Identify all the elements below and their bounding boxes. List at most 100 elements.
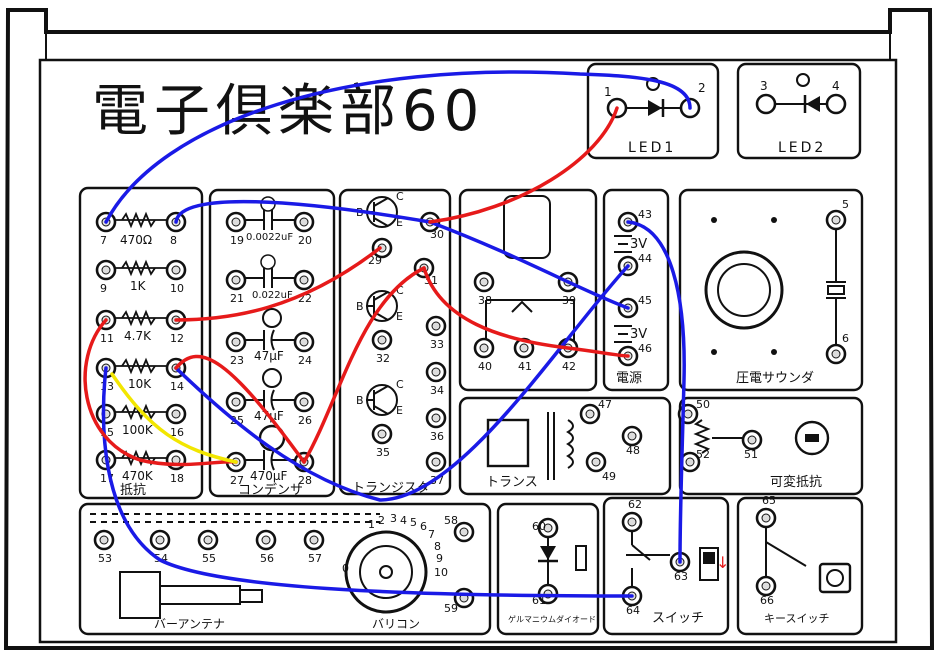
terminal-10[interactable]	[165, 259, 187, 281]
terminal-66[interactable]	[755, 575, 777, 597]
dial-num-7: 7	[428, 528, 435, 541]
terminal-54[interactable]	[149, 529, 171, 551]
terminal-5[interactable]	[825, 209, 847, 231]
dial-num-3: 3	[390, 512, 397, 525]
terminal-4[interactable]	[825, 93, 847, 115]
crystal-symbol	[826, 224, 846, 350]
terminal-21[interactable]	[225, 269, 247, 291]
terminal-label-65: 65	[762, 494, 776, 507]
led1-symbol	[620, 77, 690, 117]
terminal-29[interactable]	[371, 237, 393, 259]
sounder-inner	[717, 263, 771, 317]
terminal-55[interactable]	[197, 529, 219, 551]
led2-panel: LED2 3 4	[736, 62, 862, 160]
transformer-label: トランス	[486, 475, 538, 490]
terminal-35[interactable]	[371, 423, 393, 445]
terminal-36[interactable]	[425, 407, 447, 429]
terminal-label-33: 33	[430, 338, 444, 351]
terminal-16[interactable]	[165, 403, 187, 425]
terminal-15[interactable]	[95, 403, 117, 425]
terminal-label-36: 36	[430, 430, 444, 443]
terminal-label-12: 12	[170, 332, 184, 345]
battery-value-1: 3V	[630, 237, 647, 252]
terminal-label-55: 55	[202, 552, 216, 565]
terminal-label-40: 40	[478, 360, 492, 373]
terminal-19[interactable]	[225, 211, 247, 233]
terminal-label-45: 45	[638, 294, 652, 307]
terminal-65[interactable]	[755, 507, 777, 529]
terminal-6[interactable]	[825, 343, 847, 365]
terminal-51[interactable]	[741, 429, 763, 451]
terminal-47[interactable]	[579, 403, 601, 425]
terminal-58[interactable]	[453, 521, 475, 543]
terminal-3[interactable]	[755, 93, 777, 115]
led1-label: LED1	[628, 140, 676, 156]
terminal-23[interactable]	[225, 331, 247, 353]
dial-num-5: 5	[410, 516, 417, 529]
terminal-9[interactable]	[95, 259, 117, 281]
capacitor-value-5: 470μF	[250, 469, 288, 483]
resistor-value-3: 4.7K	[124, 329, 152, 343]
terminal-18[interactable]	[165, 449, 187, 471]
battery-label: 電源	[616, 371, 642, 386]
transistor-symbols	[366, 196, 398, 416]
led2-symbol	[766, 73, 836, 113]
blue-wire-4	[626, 220, 686, 564]
red-wire-8	[422, 266, 630, 358]
terminal-33[interactable]	[425, 315, 447, 337]
terminal-49[interactable]	[585, 451, 607, 473]
terminal-25[interactable]	[225, 391, 247, 413]
capacitor-4-body	[262, 368, 282, 388]
key-switch-panel: キースイッチ	[736, 496, 864, 636]
terminal-40[interactable]	[473, 337, 495, 359]
terminal-label-18: 18	[170, 472, 184, 485]
transformer-panel: トランス	[458, 396, 672, 496]
terminal-label-57: 57	[308, 552, 322, 565]
led2-label: LED2	[778, 140, 826, 156]
terminal-label-28: 28	[298, 474, 312, 487]
terminal-53[interactable]	[93, 529, 115, 551]
terminal-label-42: 42	[562, 360, 576, 373]
resistor-label: 抵抗	[120, 483, 146, 498]
terminal-label-30: 30	[430, 228, 444, 241]
terminal-62[interactable]	[621, 511, 643, 533]
dial-num-10: 10	[434, 566, 448, 579]
varicon-label: バリコン	[372, 617, 420, 631]
piezo-sounder-panel: 圧電サウンダ	[678, 188, 864, 392]
blue-wire-5	[101, 366, 634, 598]
terminal-label-47: 47	[598, 398, 612, 411]
terminal-38[interactable]	[473, 271, 495, 293]
terminal-20[interactable]	[293, 211, 315, 233]
terminal-56[interactable]	[255, 529, 277, 551]
terminal-label-23: 23	[230, 354, 244, 367]
terminal-24[interactable]	[293, 331, 315, 353]
variable-resistor-panel: 可変抵抗	[678, 396, 864, 496]
terminal-48[interactable]	[621, 425, 643, 447]
relay-can	[503, 195, 551, 259]
terminal-26[interactable]	[293, 391, 315, 413]
terminal-57[interactable]	[303, 529, 325, 551]
terminal-label-26: 26	[298, 414, 312, 427]
terminal-label-59: 59	[444, 602, 458, 615]
variable-resistor-label: 可変抵抗	[770, 474, 822, 490]
terminal-37[interactable]	[425, 451, 447, 473]
terminal-label-14: 14	[170, 380, 184, 393]
terminal-label-52: 52	[696, 448, 710, 461]
transistor-e-label-2: E	[396, 310, 403, 323]
terminal-60[interactable]	[537, 517, 559, 539]
terminal-label-58: 58	[444, 514, 458, 527]
terminal-34[interactable]	[425, 361, 447, 383]
terminal-label-32: 32	[376, 352, 390, 365]
terminal-label-3: 3	[760, 79, 768, 93]
terminal-label-29: 29	[368, 254, 382, 267]
capacitor-value-1: 0.0022uF	[246, 232, 293, 243]
terminal-32[interactable]	[371, 329, 393, 351]
terminal-label-50: 50	[696, 398, 710, 411]
terminal-22[interactable]	[293, 269, 315, 291]
diode-label: ゲルマニウムダイオード	[508, 614, 596, 624]
transistor-c-label-1: C	[396, 190, 404, 203]
terminal-41[interactable]	[513, 337, 535, 359]
terminal-label-4: 4	[832, 79, 840, 93]
dial-num-6: 6	[420, 520, 427, 533]
